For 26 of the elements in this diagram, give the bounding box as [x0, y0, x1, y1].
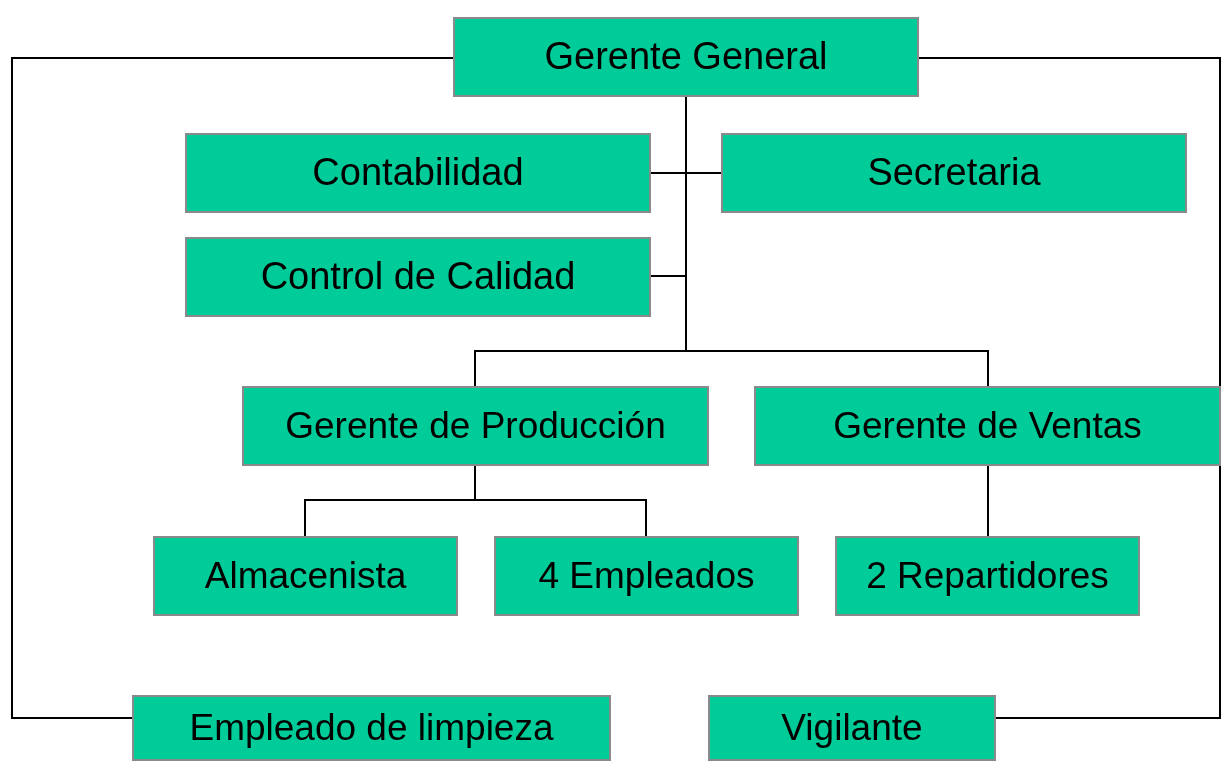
org-box	[494, 536, 799, 616]
connector-line	[474, 465, 647, 537]
box-label: Gerente de Producción	[285, 405, 666, 447]
org-box	[708, 695, 996, 761]
org-box	[185, 133, 651, 213]
box-label: Control de Calidad	[260, 256, 576, 298]
box-label: 2 Repartidores	[866, 555, 1109, 597]
box-label: Empleado de limpieza	[189, 707, 554, 749]
box-label: Vigilante	[781, 707, 923, 749]
box-label: Contabilidad	[312, 152, 524, 194]
org-box	[754, 386, 1221, 466]
connector-line	[987, 465, 989, 537]
org-box	[835, 536, 1140, 616]
box-label: Gerente de Ventas	[833, 405, 1142, 447]
box-label: Gerente General	[544, 36, 828, 78]
box-label: Secretaria	[867, 152, 1041, 194]
org-box	[132, 695, 611, 761]
box-label: Almacenista	[204, 555, 407, 597]
connector-line	[11, 57, 454, 719]
org-box	[185, 237, 651, 317]
org-box	[153, 536, 458, 616]
org-box	[242, 386, 709, 466]
connector-line	[918, 57, 1221, 719]
org-box	[453, 17, 919, 97]
org-box	[721, 133, 1187, 213]
box-label: 4 Empleados	[538, 555, 755, 597]
